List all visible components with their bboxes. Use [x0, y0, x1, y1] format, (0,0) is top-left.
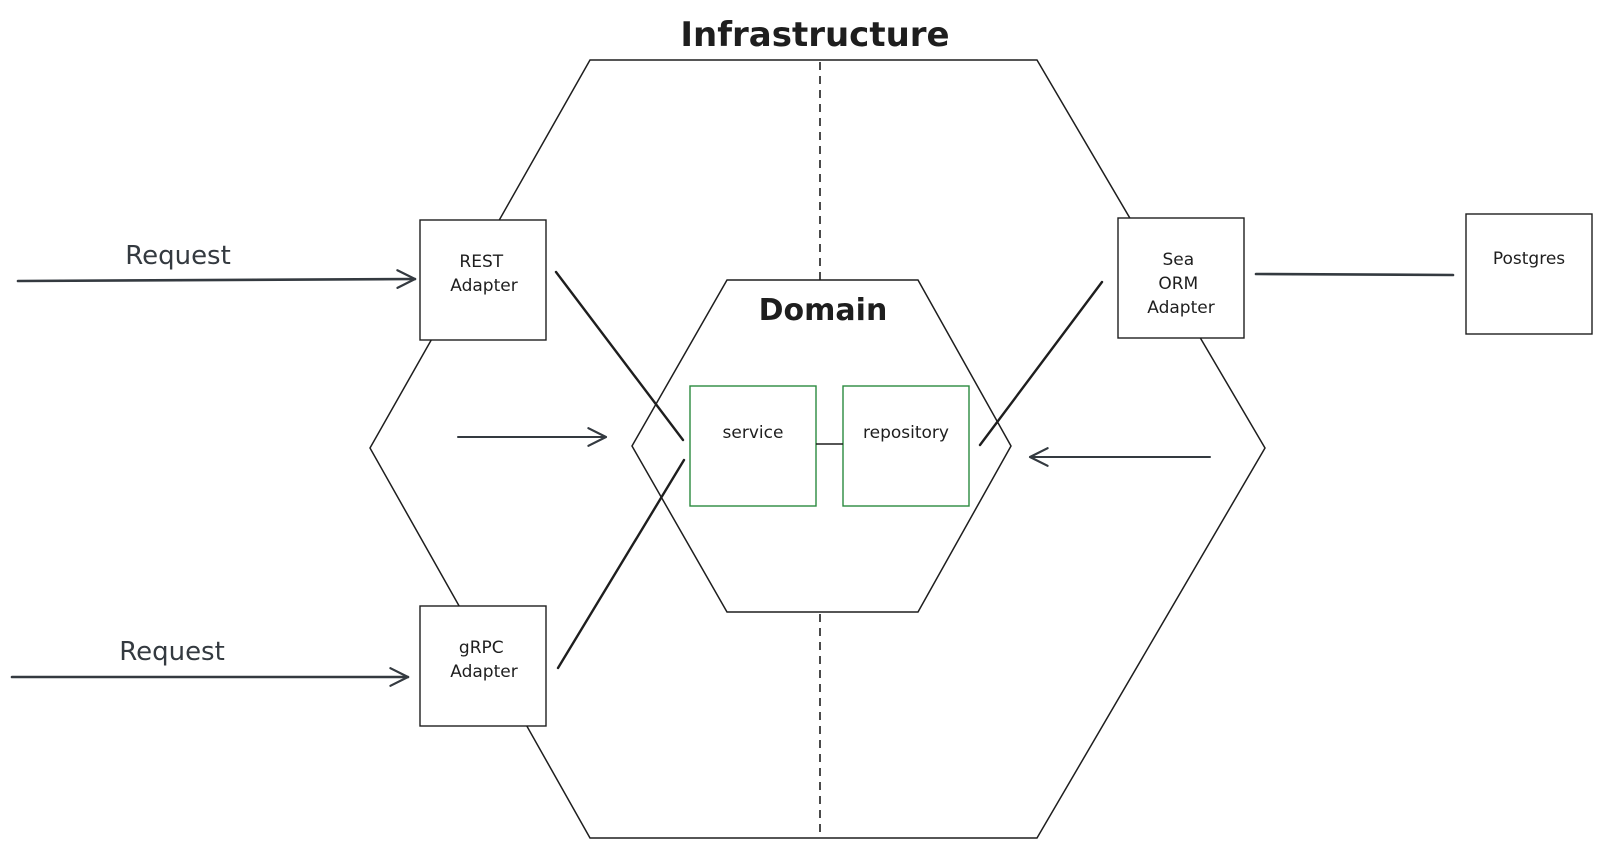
rest-to-service-line	[554, 270, 685, 442]
repository-label: repository	[863, 423, 949, 443]
infrastructure-title: Infrastructure	[680, 15, 949, 55]
repository-box	[842, 385, 970, 507]
domain-title: Domain	[759, 293, 888, 328]
orm-to-postgres-line	[1254, 272, 1455, 277]
grpc-adapter-label: gRPC Adapter	[450, 638, 517, 682]
grpc-adapter-box	[419, 605, 547, 727]
request-label-bottom: Request	[119, 637, 225, 667]
orm-adapter-label: Sea ORM Adapter	[1147, 250, 1214, 318]
request-label-top: Request	[125, 241, 231, 271]
postgres-label: Postgres	[1493, 249, 1565, 269]
rest-adapter-box	[419, 219, 547, 341]
service-label: service	[723, 423, 784, 443]
rest-adapter-label: REST Adapter	[450, 252, 517, 296]
orm-to-repository-line	[978, 280, 1104, 447]
orm-adapter-box	[1117, 217, 1245, 339]
request-arrow-top	[16, 269, 417, 289]
infrastructure-hexagon	[369, 59, 1266, 839]
domain-hexagon	[631, 279, 1012, 613]
postgres-box	[1465, 213, 1593, 335]
service-box	[689, 385, 817, 507]
grpc-to-service-line	[556, 458, 686, 670]
